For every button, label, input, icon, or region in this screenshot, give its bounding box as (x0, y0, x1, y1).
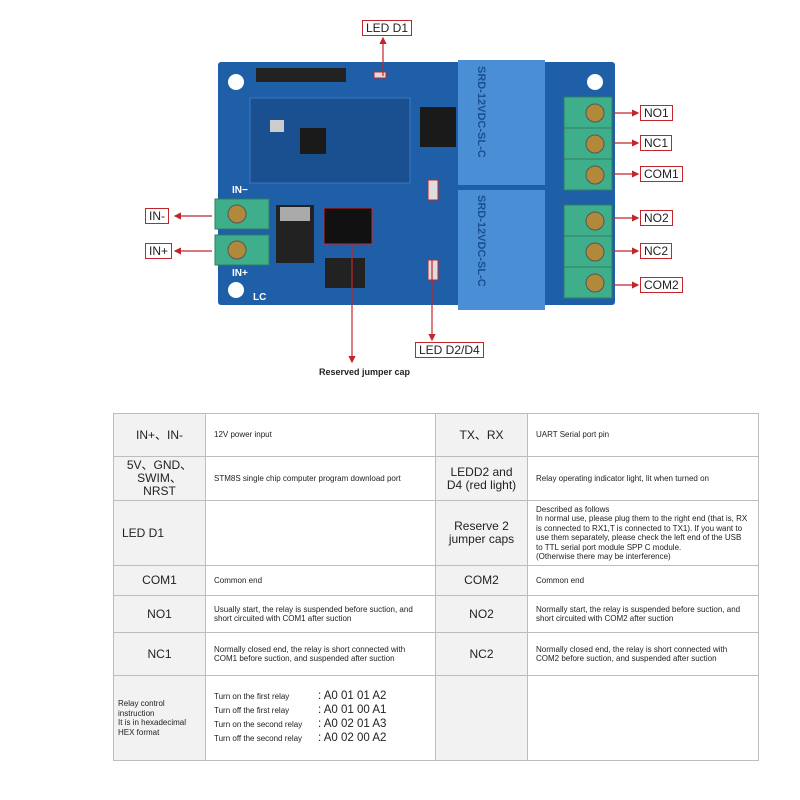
svg-text:IN+: IN+ (232, 268, 248, 279)
command-label: Turn on the second relay (214, 720, 303, 730)
command-code: : A0 01 01 A2 (318, 690, 387, 703)
pin-name-cell: NC2 (435, 632, 528, 676)
pin-name-cell: COM2 (435, 565, 528, 596)
pin-name-cell: NO2 (435, 595, 528, 633)
relay-1 (458, 60, 545, 185)
command-label: Turn off the first relay (214, 706, 290, 716)
callout-com1: COM1 (640, 166, 683, 182)
jumper-header (323, 207, 373, 245)
pin-description-cell: Common end (527, 565, 759, 596)
callout-led-d1: LED D1 (362, 20, 413, 36)
empty-cell (435, 675, 528, 761)
callout-no1: NO1 (640, 105, 673, 121)
callout-led-d2-d4: LED D2/D4 (415, 342, 484, 358)
pin-description-cell: Common end (205, 565, 436, 596)
pin-description-cell: UART Serial port pin (527, 413, 759, 457)
callout-in-minus: IN- (145, 208, 169, 224)
callout-in-plus: IN+ (145, 243, 173, 259)
pin-description-cell (205, 500, 436, 566)
led-d1 (373, 71, 387, 79)
relay-2 (458, 190, 545, 310)
control-label-cell: Relay control instruction It is in hexad… (113, 675, 206, 761)
relay-2-label: SRD-12VDC-SL-C (475, 195, 487, 287)
command-label: Turn on the first relay (214, 692, 290, 702)
pin-description-cell: Usually start, the relay is suspended be… (205, 595, 436, 633)
command-code: : A0 02 00 A2 (318, 732, 387, 745)
hex-command: Turn on the first relay : A0 01 01 A2 (214, 690, 427, 704)
command-code: : A0 02 01 A3 (318, 718, 387, 731)
pin-description-cell: Normally start, the relay is suspended b… (527, 595, 759, 633)
pin-description-cell: 12V power input (205, 413, 436, 457)
svg-text:IN−: IN− (232, 185, 248, 196)
bluetooth-module (249, 97, 411, 184)
callout-no2: NO2 (640, 210, 673, 226)
pin-description-cell: Described as follows In normal use, plea… (527, 500, 759, 566)
callout-com2: COM2 (640, 277, 683, 293)
table-row-control: Relay control instruction It is in hexad… (113, 675, 759, 761)
pin-name-cell: Reserve 2 jumper caps (435, 500, 528, 566)
relay-1-label: SRD-12VDC-SL-C (475, 66, 487, 158)
pin-header (256, 68, 346, 82)
hex-command: Turn on the second relay : A0 02 01 A3 (214, 718, 427, 732)
pin-description-cell: Normally closed end, the relay is short … (527, 632, 759, 676)
callout-nc1: NC1 (640, 135, 673, 151)
hex-command: Turn off the first relay : A0 01 00 A1 (214, 704, 427, 718)
pin-name-cell: NO1 (113, 595, 206, 633)
ic-chip (420, 107, 456, 147)
hex-command: Turn off the second relay : A0 02 00 A2 (214, 732, 427, 746)
pin-name-cell: 5V、GND、SWIM、NRST (113, 456, 206, 501)
command-label: Turn off the second relay (214, 734, 303, 744)
pin-description-cell: Relay operating indicator light, lit whe… (527, 456, 759, 501)
empty-cell (527, 675, 759, 761)
pin-name-cell: NC1 (113, 632, 206, 676)
svg-text:LC: LC (253, 292, 266, 303)
callout-jumper: Reserved jumper cap (319, 367, 411, 377)
pin-name-cell: TX、RX (435, 413, 528, 457)
command-code: : A0 01 00 A1 (318, 704, 387, 717)
callout-nc2: NC2 (640, 243, 673, 259)
pin-description-cell: Normally closed end, the relay is short … (205, 632, 436, 676)
pin-name-cell: LED D1 (113, 500, 206, 566)
relay-board-photo: SRD-12VDC-SL-C SRD-12VDC-SL-C IN− IN+ LC (173, 36, 640, 364)
pin-description-cell: STM8S single chip computer program downl… (205, 456, 436, 501)
pin-name-cell: COM1 (113, 565, 206, 596)
pin-name-cell: LEDD2 and D4 (red light) (435, 456, 528, 501)
pin-name-cell: IN+、IN- (113, 413, 206, 457)
